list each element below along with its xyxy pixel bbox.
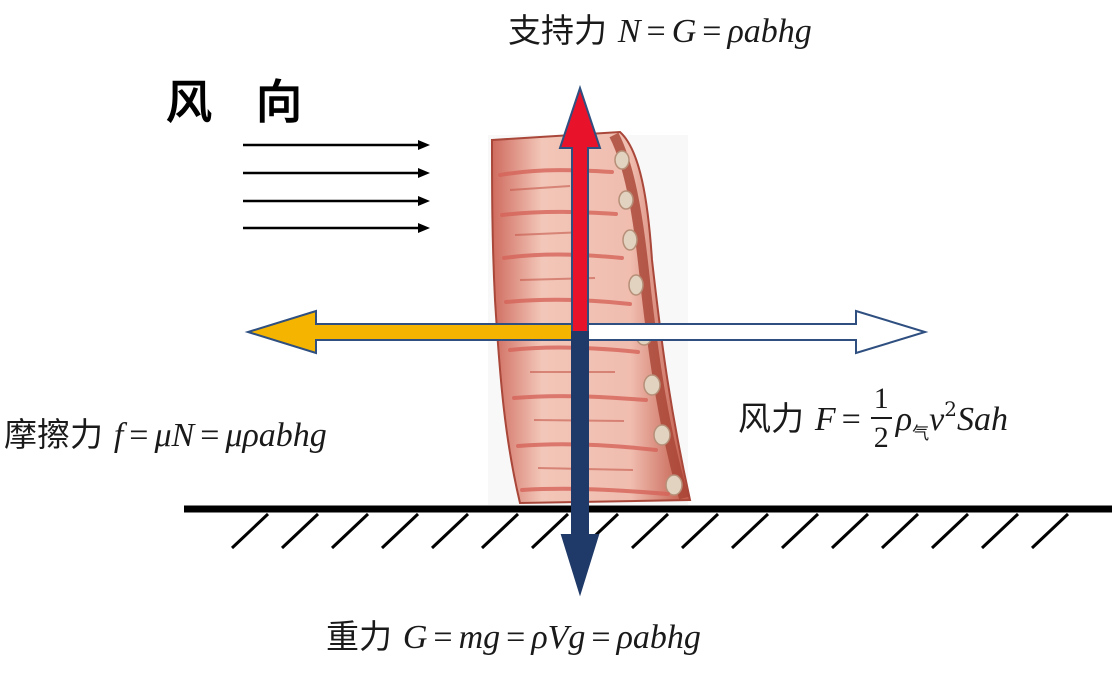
equals-sign: =: [433, 619, 453, 656]
support-force-arrow: [558, 84, 602, 333]
velocity-exponent: 2: [944, 397, 957, 421]
friction-arrow: [244, 309, 581, 355]
velocity-symbol: v: [929, 401, 945, 438]
equals-sign: =: [506, 619, 526, 656]
equals-sign: =: [591, 619, 611, 656]
gravity-var: G: [402, 619, 428, 656]
wind-var: F: [814, 401, 836, 438]
friction-var: f: [113, 417, 124, 454]
support-force-label: 支持力 N=G=ρabhg: [508, 14, 812, 49]
equals-sign: =: [129, 417, 149, 454]
gravity-label: 重力 G=mg=ρVg=ρabhg: [326, 620, 701, 655]
support-var: N: [617, 13, 641, 50]
friction-e2: μρabhg: [225, 417, 327, 454]
support-expr: ρabhg: [727, 13, 812, 50]
wind-rest-expr: Sah: [956, 401, 1008, 438]
gravity-e2: ρVg: [531, 619, 586, 656]
friction-force-label: 摩擦力 f=μN=μρabhg: [4, 418, 327, 453]
gravity-arrow: [560, 331, 600, 597]
wind-force-name: 风力: [738, 399, 804, 438]
support-mid: G: [671, 13, 697, 50]
fraction-numerator: 1: [870, 383, 892, 419]
equals-sign: =: [200, 417, 220, 454]
wind-force-arrow: [579, 309, 929, 355]
equals-sign: =: [702, 13, 722, 50]
equals-sign: =: [646, 13, 666, 50]
wind-direction-arrows: [243, 140, 430, 233]
equals-sign: =: [841, 401, 861, 438]
gravity-e1: mg: [458, 619, 501, 656]
air-density-subscript: 气: [912, 424, 930, 444]
support-force-name: 支持力: [508, 11, 607, 50]
fraction-denominator: 2: [873, 420, 889, 454]
air-density-symbol: ρ: [895, 401, 913, 438]
friction-force-name: 摩擦力: [4, 415, 103, 454]
gravity-name: 重力: [326, 617, 392, 656]
ground: [184, 505, 1112, 550]
gravity-e3: ρabhg: [616, 619, 701, 656]
wind-direction-title: 风 向: [166, 75, 317, 129]
friction-e1: μN: [154, 417, 195, 454]
